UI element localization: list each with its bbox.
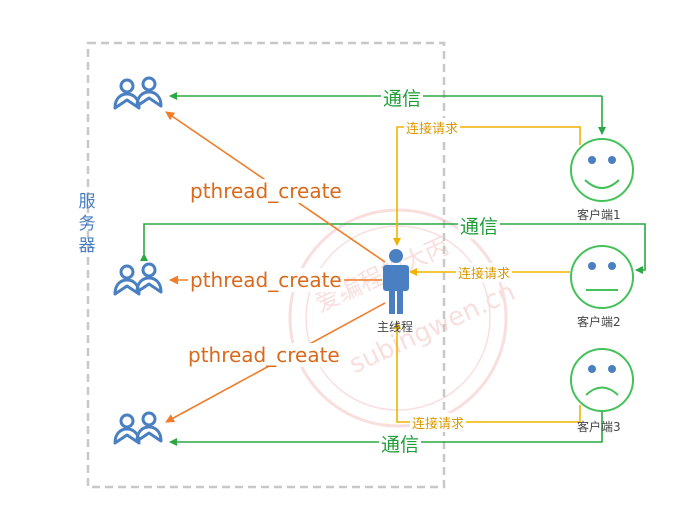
server-label-char-2: 务: [78, 214, 96, 234]
request-line-1: [393, 126, 581, 246]
client-face-icon-3: [570, 348, 634, 412]
comm-label-2: 通信: [458, 212, 501, 239]
comm-label-3: 通信: [379, 430, 422, 457]
thread-user-icon-3: [113, 411, 163, 445]
comm-line-2: [140, 223, 646, 274]
thread-user-icon-1: [113, 76, 163, 110]
create-label-1: pthread_create: [188, 179, 344, 203]
client-label-3: 客户端3: [577, 420, 621, 434]
server-label-char-1: 服: [78, 192, 96, 212]
main-thread-label: 主线程: [377, 320, 414, 334]
comm-line-3: [169, 412, 603, 446]
client-label-2: 客户端2: [577, 315, 621, 329]
create-label-2: pthread_create: [188, 268, 344, 292]
client-face-icon-1: [570, 138, 634, 202]
client-label-1: 客户端1: [577, 208, 621, 222]
request-label-2: 连接请求: [456, 263, 513, 282]
server-label-char-3: 器: [78, 236, 96, 256]
comm-label-1: 通信: [381, 84, 424, 111]
server-label: 服 务 器: [77, 191, 97, 257]
thread-user-icon-2: [113, 262, 163, 296]
client-face-icon-2: [570, 245, 634, 309]
request-label-1: 连接请求: [404, 118, 461, 137]
request-label-3: 连接请求: [410, 413, 467, 432]
request-line-3: [393, 321, 581, 423]
create-label-3: pthread_create: [186, 343, 342, 367]
